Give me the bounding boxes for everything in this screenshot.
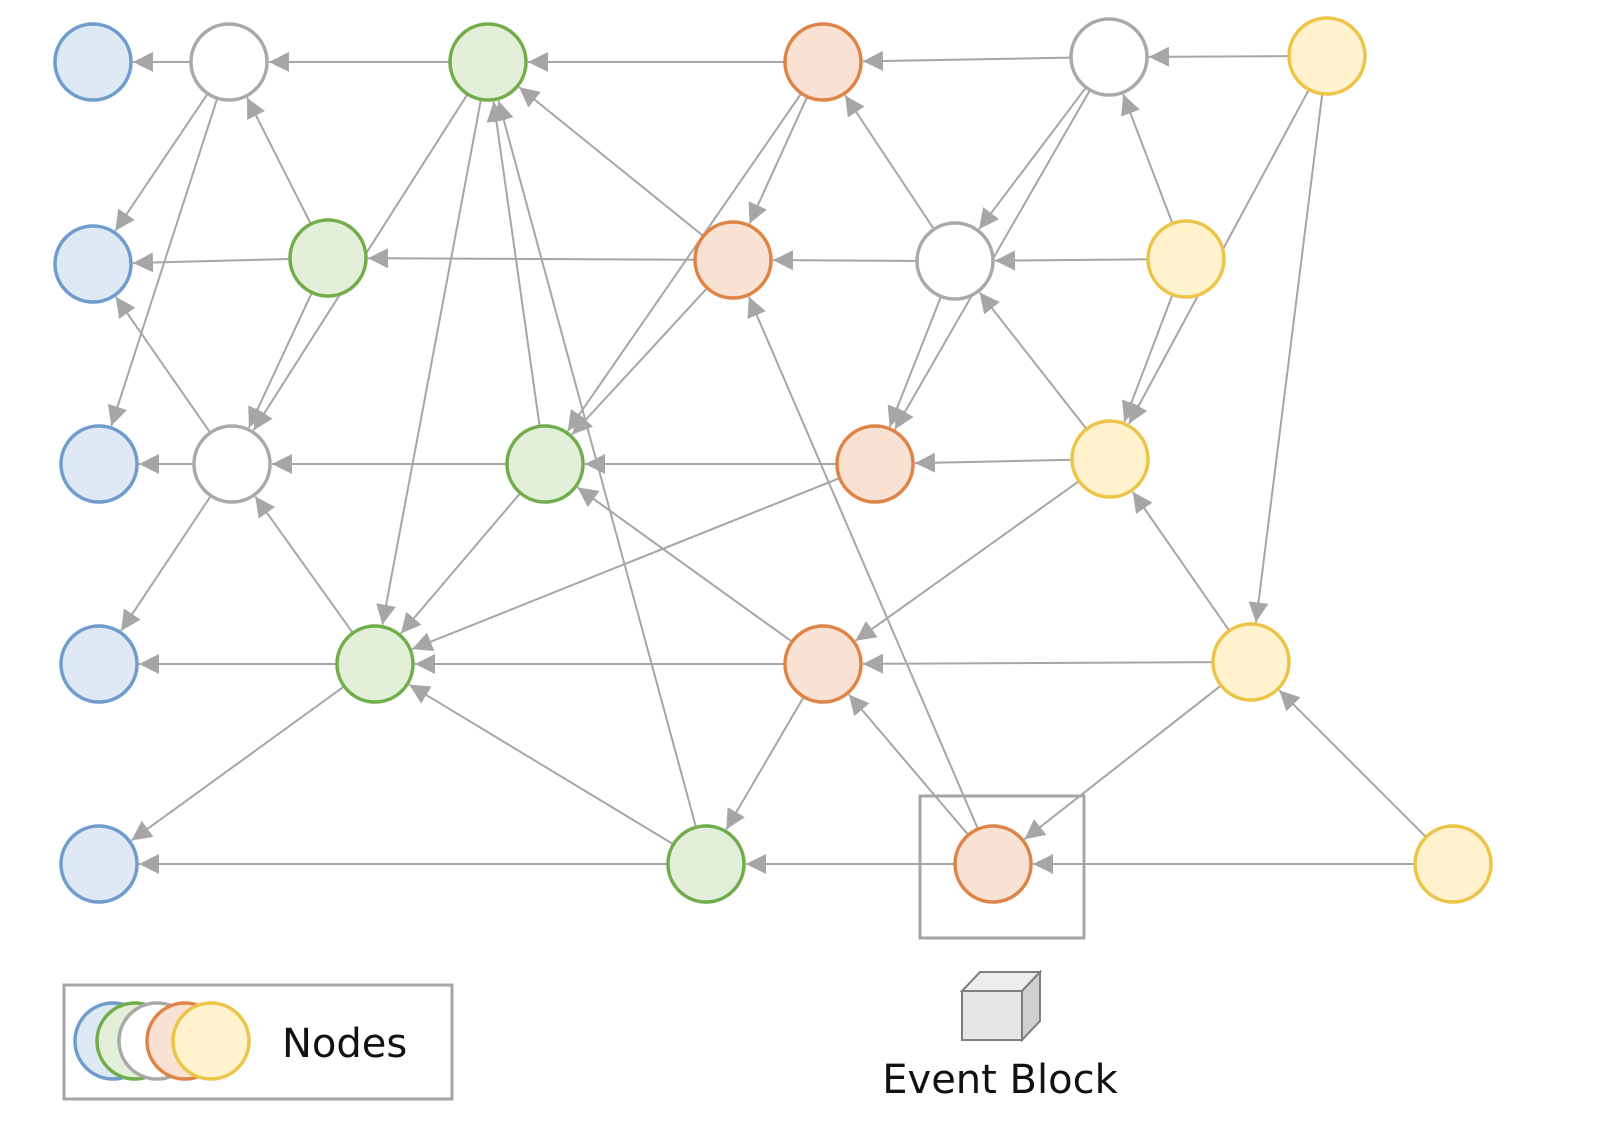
edge-G3-G4 — [400, 492, 522, 635]
cube-icon — [959, 969, 1043, 1043]
edge-G1-G4 — [376, 99, 482, 625]
node-O2 — [693, 220, 773, 300]
node-G3 — [505, 424, 585, 504]
legend-event-block: Event Block — [882, 969, 1119, 1103]
edge-Y5-Y4 — [1278, 689, 1427, 838]
nodes — [53, 16, 1493, 904]
edge-G4-W4 — [254, 495, 354, 634]
legend-node-circles — [73, 1001, 251, 1081]
node-Y4 — [1211, 622, 1291, 702]
edge-O5-O4 — [848, 693, 970, 836]
node-B5 — [59, 824, 139, 904]
edge-W3-O1 — [844, 94, 935, 230]
edge-Y4-O4 — [862, 653, 1214, 674]
edges — [107, 46, 1427, 874]
node-Y5 — [1413, 824, 1493, 904]
edge-G3-G1 — [486, 101, 541, 427]
node-Y1 — [1287, 16, 1367, 96]
edge-Y1-W2 — [1148, 46, 1290, 67]
legend-nodes-label: Nodes — [282, 1021, 407, 1067]
edge-W4-B2 — [115, 296, 212, 434]
node-G4 — [335, 624, 415, 704]
edge-O3-G4 — [411, 477, 841, 652]
node-Y2 — [1146, 219, 1226, 299]
legend-event-block-label: Event Block — [882, 1057, 1118, 1103]
legend-box — [62, 983, 454, 1101]
edge-Y2-W3 — [994, 250, 1149, 271]
node-W2 — [1069, 17, 1149, 97]
edge-W2-W3 — [978, 86, 1087, 230]
edge-W1-B3 — [107, 97, 219, 427]
node-O1 — [783, 22, 863, 102]
edge-Y3-O4 — [854, 480, 1080, 642]
node-O3 — [835, 424, 915, 504]
edge-Y4-O5 — [1023, 684, 1222, 841]
node-G1 — [448, 22, 528, 102]
node-G2 — [288, 218, 368, 298]
edge-G2-W1 — [246, 97, 312, 225]
edge-G2-W4 — [247, 292, 313, 429]
edge-O4-G5 — [725, 696, 805, 830]
edge-Y1-Y4 — [1248, 93, 1324, 623]
node-G5 — [666, 824, 746, 904]
node-B4 — [59, 624, 139, 704]
edge-W3-O2 — [772, 250, 918, 271]
cube-side-face — [1021, 969, 1041, 1043]
edge-G5-G1 — [494, 100, 697, 828]
edge-O2-G2 — [367, 248, 696, 269]
edge-G2-B2 — [132, 252, 291, 273]
node-B1 — [53, 22, 133, 102]
legend-nodes: Nodes — [62, 983, 454, 1101]
edge-O1-O2 — [748, 96, 809, 224]
event-block-highlight-box — [918, 794, 1086, 940]
node-B2 — [53, 224, 133, 304]
edge-Y4-Y3 — [1131, 491, 1231, 632]
node-O4 — [783, 624, 863, 704]
cube-front-face — [961, 990, 1023, 1041]
edge-W3-O3 — [887, 295, 942, 428]
node-Y3 — [1070, 419, 1150, 499]
edge-Y2-Y3 — [1121, 294, 1174, 422]
edge-Y3-O3 — [914, 452, 1073, 473]
edge-W1-B2 — [114, 92, 209, 232]
node-W3 — [915, 221, 995, 301]
edge-W2-O1 — [862, 50, 1072, 71]
edge-O2-G1 — [518, 86, 705, 237]
node-W4 — [192, 424, 272, 504]
edge-O4-G3 — [576, 486, 793, 643]
edge-O1-G3 — [566, 92, 803, 432]
node-W1 — [189, 22, 269, 102]
edge-Y2-W2 — [1121, 94, 1174, 224]
edge-G5-G4 — [408, 683, 674, 846]
node-B3 — [59, 424, 139, 504]
edge-Y3-W3 — [978, 291, 1088, 430]
legend-circle-yellow — [171, 1001, 251, 1081]
edge-G4-B5 — [130, 685, 345, 842]
edge-O2-G3 — [571, 287, 708, 436]
edge-O5-O2 — [747, 296, 979, 830]
edge-W4-B4 — [120, 495, 212, 632]
node-O5 — [953, 824, 1033, 904]
